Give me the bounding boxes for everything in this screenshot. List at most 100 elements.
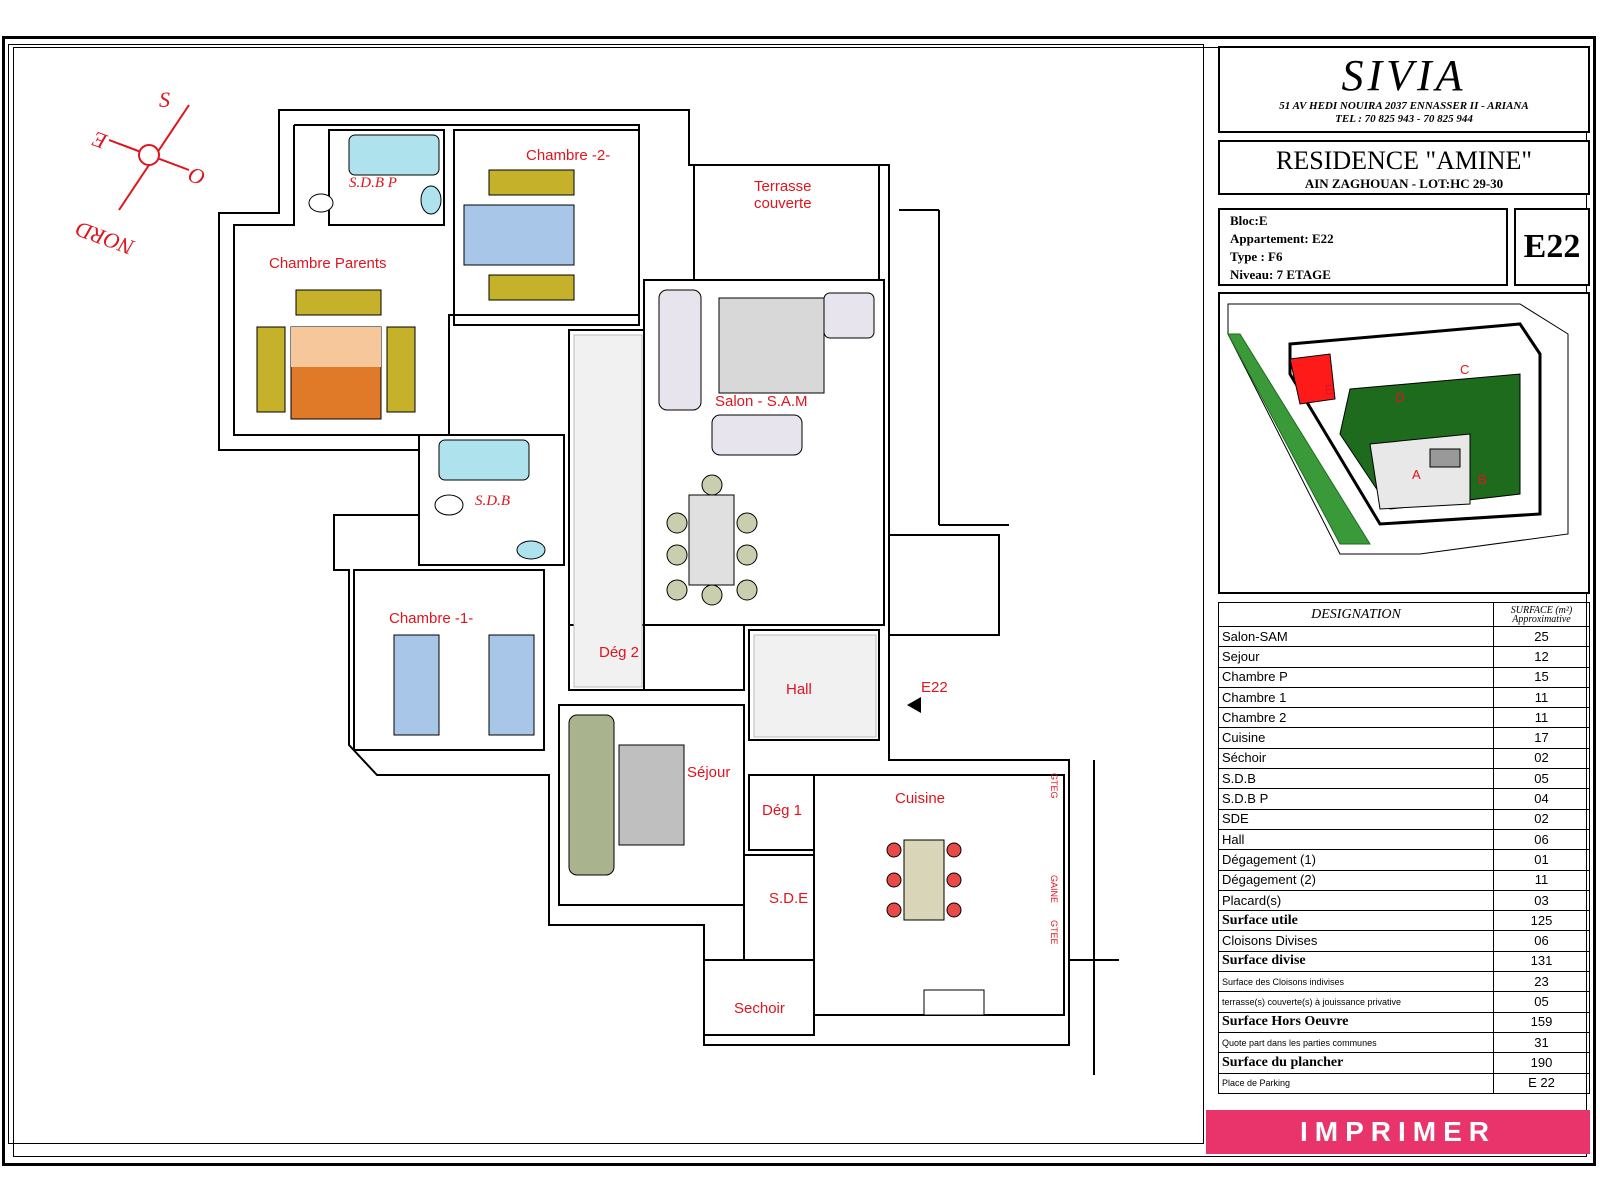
- table-cell-designation: Surface utile: [1218, 910, 1494, 932]
- company-header: SIVIA 51 AV HEDI NOUIRA 2037 ENNASSER II…: [1218, 46, 1590, 133]
- label-gaine-1: GTEG: [1049, 773, 1059, 799]
- kitchen-chairs: [886, 842, 962, 918]
- bed-chambre2: [463, 204, 575, 266]
- kitchen-table: [903, 839, 945, 921]
- wall-sechoir: [703, 959, 815, 1036]
- table-cell-designation: Quote part dans les parties communes: [1218, 1031, 1494, 1054]
- residence-name: RESIDENCE "AMINE": [1276, 146, 1532, 175]
- table-cell-surface: 01: [1493, 849, 1590, 871]
- table-cell-designation: Dégagement (1): [1218, 849, 1494, 871]
- table-cell-designation: Chambre 2: [1218, 707, 1494, 729]
- table-cell-designation: Cloisons Divises: [1218, 930, 1494, 952]
- print-button[interactable]: IMPRIMER: [1206, 1110, 1590, 1154]
- table-cell-surface: 06: [1493, 828, 1590, 851]
- table-row: Dégagement (1)01: [1218, 849, 1590, 871]
- bathtub-sdb: [438, 439, 530, 481]
- room-label-sdbp: S.D.B P: [349, 175, 397, 191]
- table-cell-surface: 159: [1493, 1011, 1590, 1033]
- table-cell-designation: terrasse(s) couverte(s) à jouissance pri…: [1218, 991, 1494, 1013]
- table-cell-surface: 03: [1493, 889, 1590, 912]
- table-cell-surface: E 22: [1493, 1072, 1590, 1094]
- wall-hall: [748, 629, 880, 741]
- room-label-chambre2: Chambre -2-: [526, 147, 611, 164]
- room-label-deg2: Dég 2: [599, 644, 640, 661]
- compass-s-label: S: [159, 87, 170, 112]
- room-label-chambre1: Chambre -1-: [389, 610, 474, 627]
- bench-chambre2-top: [488, 169, 575, 196]
- floor-plan-drawing: [108, 104, 1119, 1075]
- table-cell-surface: 11: [1493, 707, 1590, 729]
- label-gaine-2: GAINE: [1049, 875, 1059, 904]
- table-cell-designation: Surface du plancher: [1218, 1052, 1494, 1074]
- table-cell-surface: 02: [1493, 808, 1590, 830]
- table-cell-surface: 05: [1493, 768, 1590, 790]
- sofa-salon-2: [711, 414, 803, 456]
- table-cell-designation: Surface Hors Oeuvre: [1218, 1011, 1494, 1033]
- company-name: SIVIA: [1341, 51, 1467, 100]
- bench-chambre2-bottom: [488, 274, 575, 301]
- site-plan-thumbnail: E D C A B: [1218, 292, 1590, 594]
- table-cell-surface: 131: [1493, 950, 1590, 973]
- table-cell-surface: 12: [1493, 646, 1590, 668]
- hall-floor: [753, 634, 877, 738]
- bed-chambre1-a: [393, 634, 440, 736]
- company-phone: TEL : 70 825 943 - 70 825 944: [1335, 113, 1473, 125]
- table-cell-surface: 31: [1493, 1031, 1590, 1054]
- site-label-d: D: [1395, 390, 1404, 405]
- residence-location: AIN ZAGHOUAN - LOT:HC 29-30: [1304, 176, 1504, 191]
- surface-table-head-designation: DESIGNATION: [1218, 602, 1494, 627]
- bed-chambre1-b: [488, 634, 535, 736]
- wall-lift: [888, 534, 1000, 636]
- wall-chambre1: [353, 569, 545, 751]
- dresser-parents: [295, 289, 382, 316]
- table-cell-surface: 25: [1493, 625, 1590, 648]
- wall-deg2b: [568, 624, 745, 691]
- wall-sde: [743, 854, 815, 961]
- deg2-floor: [573, 334, 643, 688]
- sofa-salon: [658, 289, 702, 411]
- dining-chairs: [666, 474, 758, 606]
- surface-table-head-surface: SURFACE (m²) Approximative: [1493, 602, 1590, 627]
- table-cell-surface: 11: [1493, 686, 1590, 709]
- sink-kitchen: [923, 989, 985, 1016]
- title-block-panel: SIVIA 51 AV HEDI NOUIRA 2037 ENNASSER II…: [1206, 46, 1590, 1160]
- rug-sejour: [618, 744, 685, 846]
- table-cell-surface: 06: [1493, 930, 1590, 952]
- table-cell-designation: Place de Parking: [1218, 1072, 1494, 1094]
- room-label-sejour: Séjour: [687, 764, 731, 781]
- table-cell-surface: 23: [1493, 971, 1590, 993]
- room-label-entry: E22: [921, 679, 948, 696]
- table-row: Placard(s)03: [1218, 889, 1590, 912]
- site-label-c: C: [1460, 362, 1469, 377]
- table-cell-designation: SDE: [1218, 808, 1494, 830]
- info-appartement: Appartement: E22: [1230, 231, 1334, 246]
- table-cell-designation: Surface des Cloisons indivises: [1218, 971, 1494, 993]
- table-cell-designation: Dégagement (2): [1218, 869, 1494, 891]
- table-cell-surface: 04: [1493, 788, 1590, 810]
- site-label-a: A: [1412, 467, 1421, 482]
- floor-plan-area: S E O NORD Chambre -2- S.D.B P Terrasse …: [8, 44, 1204, 1144]
- info-bloc: Bloc:E: [1230, 213, 1268, 228]
- table-cell-surface: 15: [1493, 666, 1590, 688]
- apartment-info: Bloc:E Appartement: E22 Type : F6 Niveau…: [1218, 208, 1508, 286]
- entry-arrow: [907, 697, 921, 713]
- surface-table: DESIGNATION SURFACE (m²) Approximative S…: [1218, 602, 1590, 1094]
- apartment-code: E22: [1514, 208, 1590, 286]
- wall-chambre2: [453, 129, 640, 326]
- armchair-salon: [823, 292, 875, 339]
- bed-parents-sheet: [291, 327, 381, 367]
- label-gaine-3: GTEE: [1049, 920, 1059, 945]
- room-label-hall: Hall: [786, 681, 812, 698]
- room-label-chambre-parents: Chambre Parents: [269, 255, 387, 272]
- table-row: Dégagement (2)11: [1218, 869, 1590, 891]
- wc-parents: [308, 193, 334, 213]
